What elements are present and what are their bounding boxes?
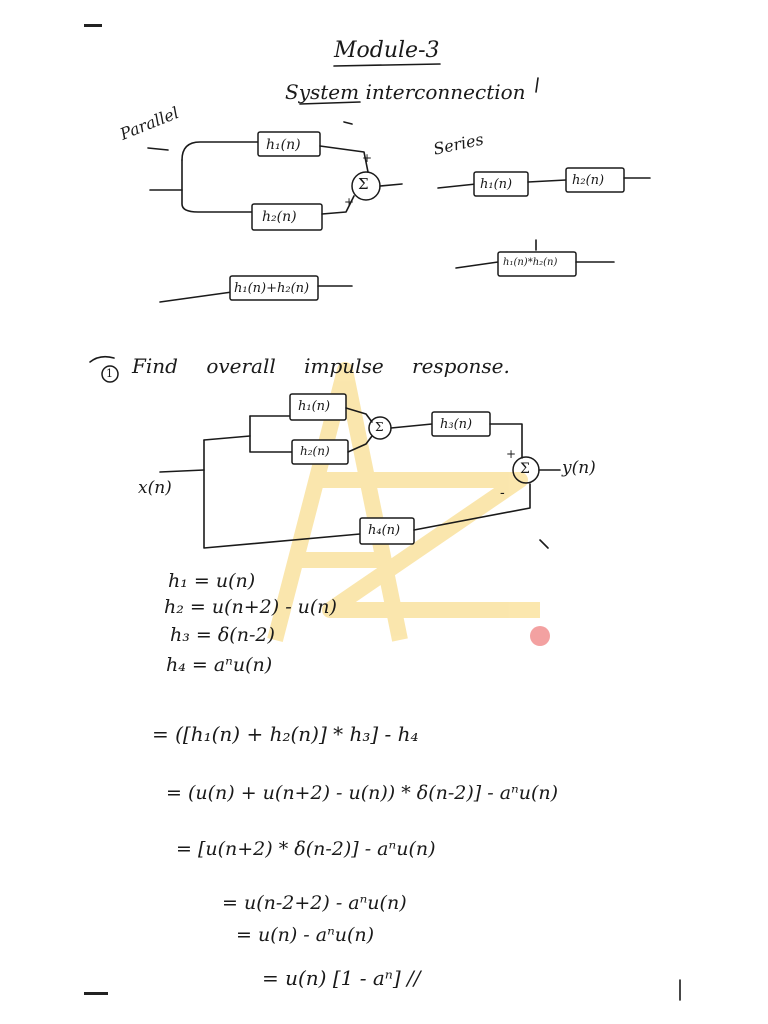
- block-diagram: [159, 393, 561, 549]
- parallel-h2-block: h₂(n): [262, 209, 297, 225]
- block-h1: h₁(n): [298, 399, 331, 414]
- definition-h2: h₂ = u(n+2) - u(n): [164, 596, 337, 618]
- solution-step-2: = (u(n) + u(n+2) - u(n)) * δ(n-2)] - aⁿu…: [166, 782, 559, 804]
- series-h2-block: h₂(n): [572, 173, 605, 188]
- solution-step-3: = [u(n+2) * δ(n-2)] - aⁿu(n): [176, 838, 436, 860]
- parallel-sum: Σ: [358, 175, 369, 193]
- block-h4: h₄(n): [368, 523, 401, 538]
- parallel-h1-block: h₁(n): [266, 137, 301, 153]
- scan-edge-bottom: [84, 992, 108, 995]
- block-h2: h₂(n): [300, 444, 330, 458]
- subtitle: System interconnection: [285, 80, 526, 104]
- watermark-dot: [530, 626, 550, 646]
- block-h3: h₃(n): [440, 417, 473, 432]
- problem-statement: Find overall impulse response.: [132, 354, 510, 378]
- module-title: Module-3: [334, 38, 440, 63]
- parallel-plus-bottom: +: [344, 195, 355, 209]
- solution-step-1: = ([h₁(n) + h₂(n)] * h₃] - h₄: [152, 722, 419, 746]
- series-equivalent-block: h₁(n)*h₂(n): [503, 257, 558, 268]
- scan-edge-top: [84, 24, 102, 27]
- solution-step-5: = u(n) - aⁿu(n): [236, 924, 375, 946]
- parallel-plus-top: +: [362, 151, 373, 165]
- definition-h3: h₃ = δ(n-2): [170, 624, 275, 646]
- solution-step-4: = u(n-2+2) - aⁿu(n): [222, 892, 407, 914]
- output-label: y(n): [562, 458, 596, 478]
- problem-number: 1: [106, 367, 113, 380]
- summer-2-plus: +: [506, 447, 517, 461]
- problem-marker: [89, 355, 119, 383]
- summer-1: Σ: [375, 420, 384, 434]
- series-h1-block: h₁(n): [480, 177, 513, 192]
- input-label: x(n): [138, 478, 172, 498]
- summer-2: Σ: [520, 461, 530, 477]
- title-underline: [299, 63, 441, 105]
- parallel-equivalent-block: h₁(n)+h₂(n): [234, 281, 310, 296]
- definition-h4: h₄ = aⁿu(n): [166, 654, 273, 676]
- definition-h1: h₁ = u(n): [168, 570, 256, 592]
- interconnection-diagrams: [147, 131, 651, 303]
- solution-step-6: = u(n) [1 - aⁿ] //: [262, 966, 421, 990]
- summer-2-minus: -: [500, 485, 505, 501]
